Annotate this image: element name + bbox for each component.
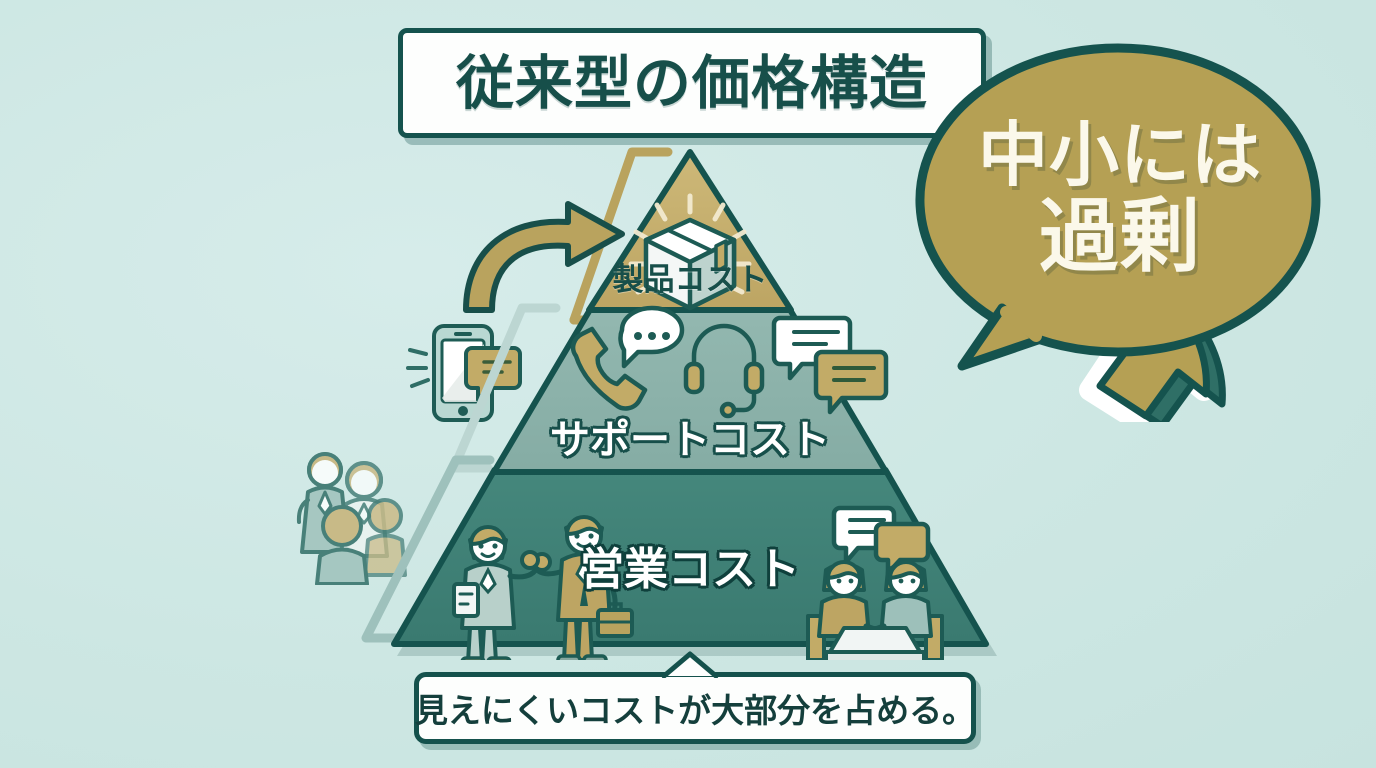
smartphone-notification-icon [406,324,522,422]
speech-bubble: 中小には 過剰 [910,22,1330,422]
people-group-icon [296,452,407,585]
page-title: 従来型の価格構造 [455,49,928,117]
bracket-marker-sales [361,455,495,643]
headset-icon [683,323,765,419]
bracket-marker-support [449,303,561,473]
salesperson-clipboard-icon [452,525,552,660]
package-box-icon [643,217,737,311]
curved-arrow-up-right-icon [463,201,625,313]
title-banner: 従来型の価格構造 [398,28,986,138]
caption-pointer-icon [661,651,719,678]
meeting-table-icon [806,560,944,660]
chat-bubble-khaki-icon [813,349,889,415]
caption-text: 見えにくいコストが大部分を占める。 [414,691,976,730]
caption-box: 見えにくいコストが大部分を占める。 [414,672,976,744]
salesperson-briefcase-icon [520,515,634,660]
phone-handset-icon [570,326,648,411]
meeting-chat-bubbles-icon [831,505,931,576]
cost-pyramid: 製品コスト サポートコスト 営業コスト [330,140,1050,660]
chat-dots-bubble-icon [618,305,685,369]
